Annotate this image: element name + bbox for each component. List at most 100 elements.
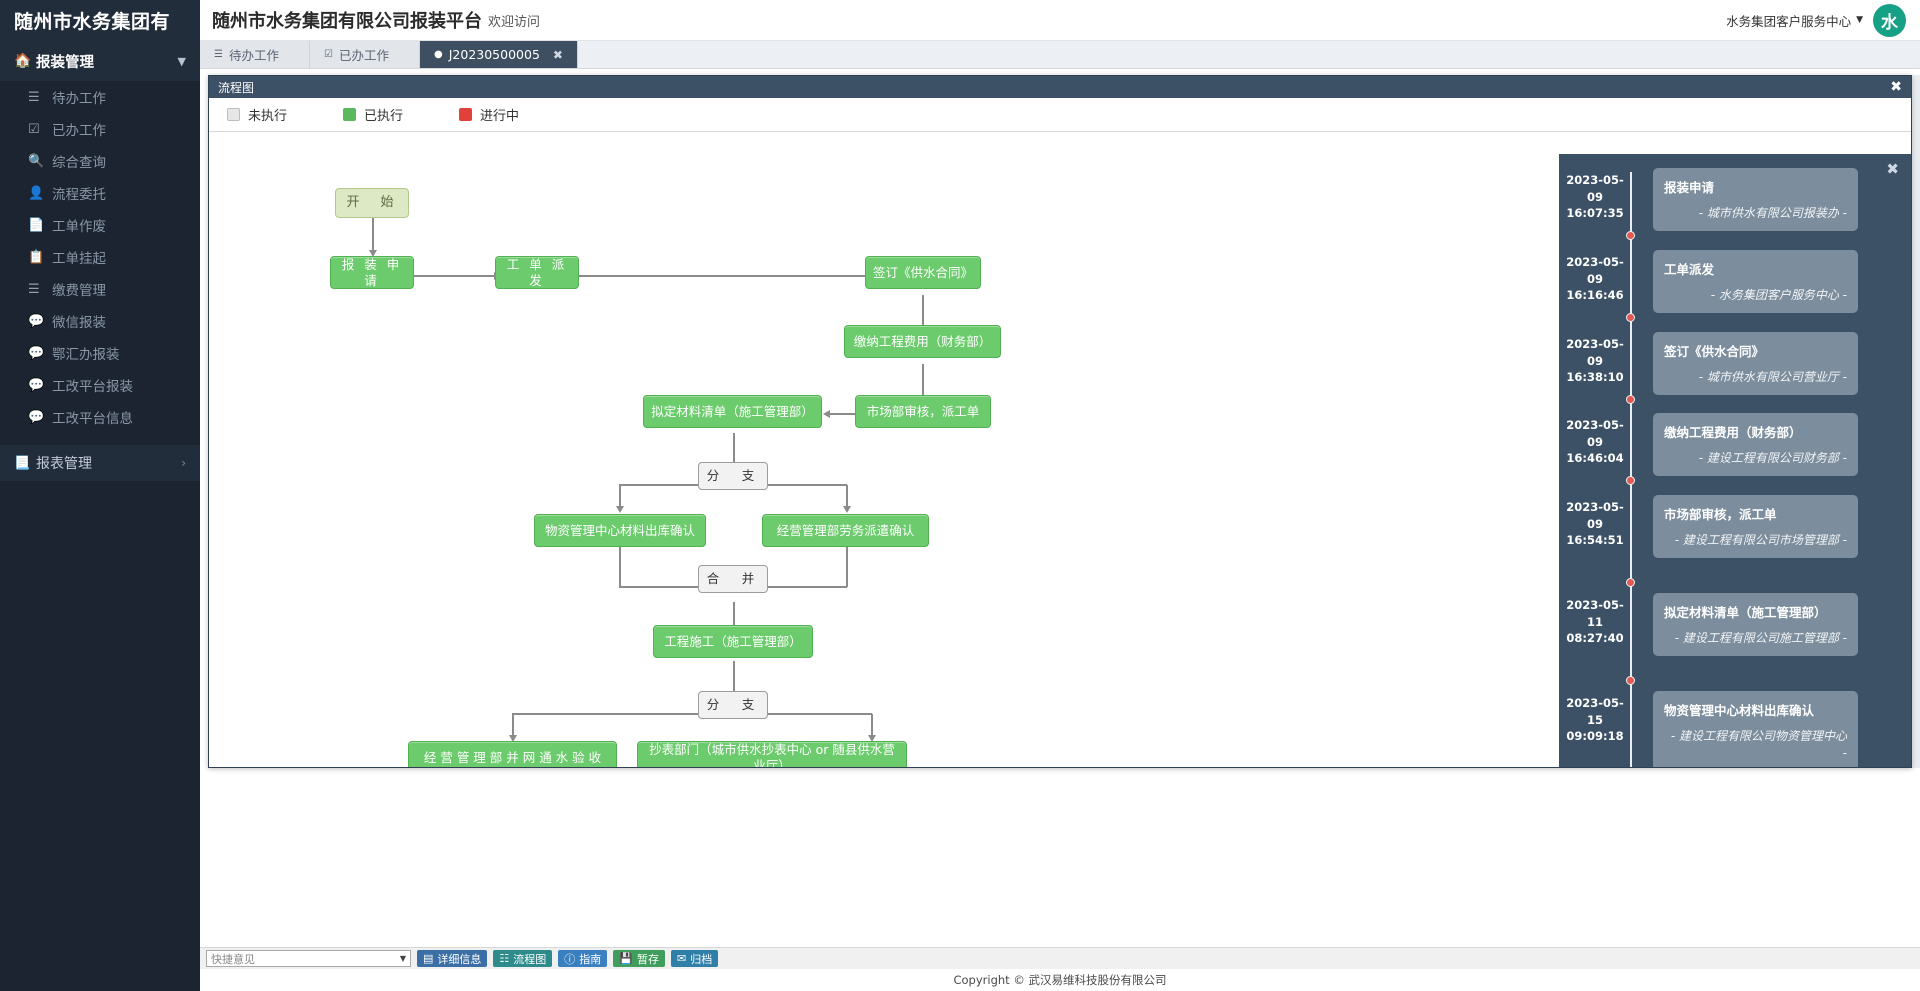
sidebar-item-gongdanguaqi[interactable]: 📋 工单挂起	[0, 241, 200, 273]
sidebar-item-jiaofeiguanli[interactable]: ☰ 缴费管理	[0, 273, 200, 305]
legend-swatch-pending	[227, 108, 240, 121]
flow-connector	[922, 295, 924, 331]
detail-info-button[interactable]: ▤ 详细信息	[417, 950, 488, 967]
flow-connector	[619, 485, 621, 508]
flow-node-gongdan-paifa[interactable]: 工 单 派 发	[495, 256, 579, 289]
timeline-card[interactable]: 报装申请 - 城市供水有限公司报装办 -	[1653, 168, 1858, 231]
flow-node-wuzi-guanli-chuku[interactable]: 物资管理中心材料出库确认	[534, 514, 706, 547]
flow-node-jiaona-gongcheng-feiyong[interactable]: 缴纳工程费用（财务部）	[844, 325, 1001, 358]
timeline-entry[interactable]: 2023-05-09 16:38:10 签订《供水合同》 - 城市供水有限公司营…	[1559, 332, 1911, 395]
sidebar-item-baobiaoguanli[interactable]: 📃 报表管理 ›	[0, 445, 200, 481]
quick-comment-select[interactable]: 快捷意见 ▼	[206, 950, 411, 967]
sidebar-item-liuchengweituo[interactable]: 👤 流程委托	[0, 177, 200, 209]
flow-node-jingying-guanli-laowu[interactable]: 经营管理部劳务派遣确认	[762, 514, 929, 547]
timeline-card-org: - 城市供水有限公司报装办 -	[1698, 206, 1847, 220]
flow-node-niding-cailiao-qingdan[interactable]: 拟定材料清单（施工管理部）	[643, 395, 822, 428]
chat-icon: 💬	[28, 377, 45, 393]
topbar: 随州市水务集团有限公司报装平台 欢迎访问 水务集团客户服务中心 ▼ 水	[200, 0, 1920, 41]
tabbar: ☰ 待办工作 ☑ 已办工作 ● J20230500005 ✖	[200, 41, 1920, 69]
timeline-entry[interactable]: 2023-05-11 08:27:40 拟定材料清单（施工管理部） - 建设工程…	[1559, 593, 1911, 656]
sidebar-item-weixinbaozhuang[interactable]: 💬 微信报装	[0, 305, 200, 337]
flow-node-shichangbu-shenhe[interactable]: 市场部审核，派工单	[855, 395, 991, 428]
timeline-card[interactable]: 物资管理中心材料出库确认 - 建设工程有限公司物资管理中心 -	[1653, 691, 1858, 767]
sidebar-item-label: 工单挂起	[52, 251, 106, 267]
sidebar-item-daiban[interactable]: ☰ 待办工作	[0, 81, 200, 113]
brand-title: 随州市水务集团有	[0, 0, 200, 41]
archive-icon: ✉	[676, 952, 687, 965]
timeline-time: 16:16:46	[1566, 288, 1624, 303]
timeline-dot	[1626, 231, 1635, 240]
home-icon: 🏠	[14, 53, 32, 69]
timeline-time: 16:54:51	[1566, 533, 1624, 548]
timeline-card-title: 签订《供水合同》	[1664, 344, 1765, 359]
flow-connector	[733, 433, 735, 470]
flow-node-start[interactable]: 开 始	[335, 188, 409, 218]
background-page-strip	[1912, 75, 1920, 768]
timeline-card[interactable]: 缴纳工程费用（财务部） - 建设工程有限公司财务部 -	[1653, 413, 1858, 476]
save-draft-button[interactable]: 💾 暂存	[613, 950, 665, 967]
legend-label: 进行中	[480, 109, 520, 124]
timeline-timestamp: 2023-05-09 16:38:10	[1559, 332, 1631, 395]
file-pause-icon: 📋	[28, 249, 45, 265]
flow-node-jingying-bingwang-tongshui[interactable]: 经 营 管 理 部 并 网 通 水 验 收	[408, 741, 617, 767]
flow-connector	[846, 485, 848, 508]
flow-gate-branch-1[interactable]: 分 支	[698, 462, 768, 490]
timeline-dot	[1626, 476, 1635, 485]
flow-gate-branch-2[interactable]: 分 支	[698, 691, 768, 719]
timeline-entry[interactable]: 2023-05-09 16:07:35 报装申请 - 城市供水有限公司报装办 -	[1559, 168, 1911, 231]
close-icon[interactable]: ✖	[1886, 160, 1899, 178]
guide-button[interactable]: ⓘ 指南	[558, 950, 608, 967]
sidebar-item-ehuiban[interactable]: 💬 鄂汇办报装	[0, 337, 200, 369]
timeline-timestamp: 2023-05-09 16:46:04	[1559, 413, 1631, 476]
sidebar-item-label: 缴费管理	[52, 283, 106, 299]
timeline-card[interactable]: 签订《供水合同》 - 城市供水有限公司营业厅 -	[1653, 332, 1858, 395]
flow-canvas[interactable]: 开 始 报 装 申 请 工 单 派 发 签订《供水合同》 缴纳工程费用（财务部）…	[209, 132, 1911, 767]
sidebar-item-zonghechaxun[interactable]: 🔍 综合查询	[0, 145, 200, 177]
sidebar-group-baozhuang[interactable]: 🏠 报装管理 ▼	[0, 41, 200, 81]
flow-connector	[512, 713, 872, 715]
chevron-down-icon: ▼	[177, 54, 186, 68]
sidebar-item-label: 已办工作	[52, 123, 106, 139]
tab-yiban[interactable]: ☑ 已办工作	[310, 41, 420, 68]
timeline-entry[interactable]: 2023-05-09 16:54:51 市场部审核，派工单 - 建设工程有限公司…	[1559, 495, 1911, 558]
sidebar-item-gongaipingtaibaozhuang[interactable]: 💬 工改平台报装	[0, 369, 200, 401]
sidebar-section-label: 报表管理	[36, 456, 92, 472]
sidebar-item-gongdanzuofei[interactable]: 📄 工单作废	[0, 209, 200, 241]
flow-diagram-button[interactable]: ☷ 流程图	[493, 950, 553, 967]
legend-item-inprogress: 进行中	[459, 105, 519, 124]
tab-label: 已办工作	[338, 48, 389, 63]
sidebar-item-gongaipingtaixinxi[interactable]: 💬 工改平台信息	[0, 401, 200, 433]
close-icon[interactable]: ✖	[1890, 79, 1902, 95]
flow-node-qianding-gongshui-hetong[interactable]: 签订《供水合同》	[865, 256, 981, 289]
flow-node-chaobiao-bumen[interactable]: 抄表部门（城市供水抄表中心 or 随县供水营业厅）	[637, 741, 907, 767]
timeline-date: 2023-05-09	[1566, 255, 1624, 286]
tab-j20230500005[interactable]: ● J20230500005 ✖	[420, 41, 578, 68]
sidebar-item-label: 工单作废	[52, 219, 106, 235]
archive-button[interactable]: ✉ 归档	[670, 950, 719, 967]
check-square-icon: ☑	[28, 121, 40, 137]
avatar[interactable]: 水	[1873, 3, 1906, 37]
timeline-time: 16:38:10	[1566, 370, 1624, 385]
timeline-card[interactable]: 市场部审核，派工单 - 建设工程有限公司市场管理部 -	[1653, 495, 1858, 558]
chat-icon: 💬	[28, 409, 45, 425]
chevron-down-icon[interactable]: ▼	[1856, 15, 1863, 25]
table-icon: ▤	[423, 952, 434, 965]
legend-item-done: 已执行	[343, 105, 403, 124]
timeline-card[interactable]: 拟定材料清单（施工管理部） - 建设工程有限公司施工管理部 -	[1653, 593, 1858, 656]
timeline-entry[interactable]: 2023-05-09 16:46:04 缴纳工程费用（财务部） - 建设工程有限…	[1559, 413, 1911, 476]
flow-node-baozhuang-shenqing[interactable]: 报 装 申 请	[330, 256, 414, 289]
timeline-timestamp: 2023-05-15 09:09:18	[1559, 691, 1631, 767]
user-menu-label[interactable]: 水务集团客户服务中心	[1726, 13, 1852, 29]
timeline-card[interactable]: 工单派发 - 水务集团客户服务中心 -	[1653, 250, 1858, 313]
close-icon[interactable]: ✖	[552, 47, 563, 62]
flow-arrow-down	[867, 735, 876, 742]
tab-label: J20230500005	[448, 47, 540, 62]
timeline-entry[interactable]: 2023-05-15 09:09:18 物资管理中心材料出库确认 - 建设工程有…	[1559, 691, 1911, 767]
tab-daiban[interactable]: ☰ 待办工作	[200, 41, 310, 68]
timeline-entry[interactable]: 2023-05-09 16:16:46 工单派发 - 水务集团客户服务中心 -	[1559, 250, 1911, 313]
flow-arrow-down	[508, 735, 517, 742]
flow-gate-merge-1[interactable]: 合 并	[698, 565, 768, 593]
welcome-text: 欢迎访问	[488, 14, 541, 30]
sidebar-item-yiban[interactable]: ☑ 已办工作	[0, 113, 200, 145]
flow-node-gongcheng-shigong[interactable]: 工程施工（施工管理部）	[653, 625, 813, 658]
